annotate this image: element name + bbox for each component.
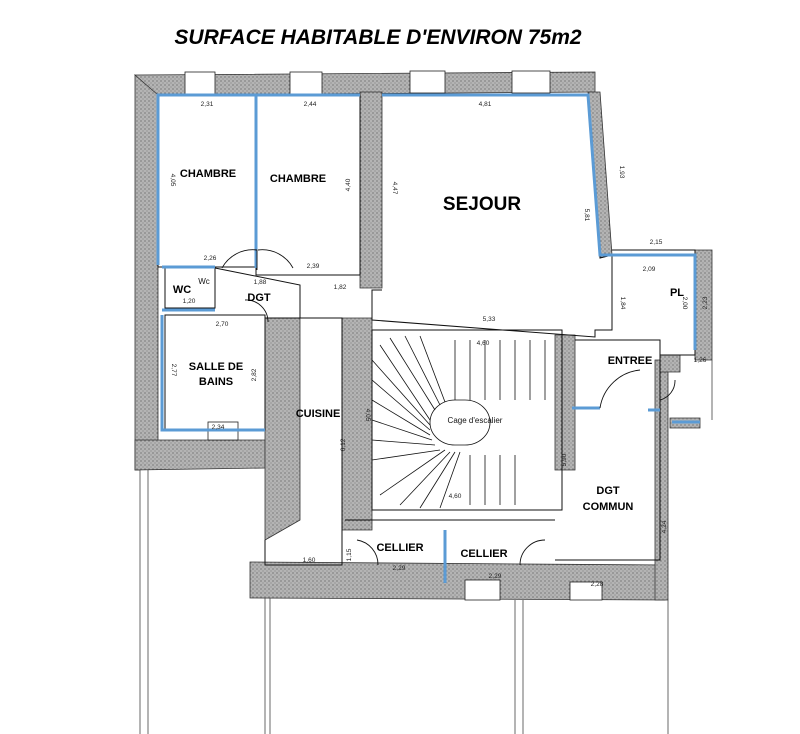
dim-pl-outer-height: 2,23: [702, 296, 709, 309]
room-label-dgt-commun-2: COMMUN: [583, 501, 634, 513]
room-label-salle-de-bains-1: SALLE DE: [189, 361, 243, 373]
doors: [221, 249, 676, 566]
room-label-cage-escalier: Cage d'escalier: [448, 416, 503, 425]
dim-sejour-top-right: 1,93: [618, 166, 625, 179]
dim-bath-top: 2,70: [216, 321, 229, 328]
room-label-pl: PL: [670, 287, 684, 299]
dim-sejour-left-height: 4,47: [391, 182, 398, 195]
dim-sejour-width: 4,81: [479, 101, 492, 108]
dim-right-4-24: 4,24: [661, 520, 668, 533]
dim-cellier-1-15: 1,15: [346, 548, 353, 561]
outer-walls: [134, 71, 713, 601]
dim-bath-left: 2,77: [170, 364, 177, 377]
dim-chambre2-width: 2,44: [304, 101, 317, 108]
dim-cellier1-width: 2,29: [393, 565, 406, 572]
exterior-lines: [139, 360, 713, 734]
insulation-lines: [156, 93, 700, 583]
dim-stair-left: 4,05: [364, 409, 371, 422]
dim-pl-height: 2,00: [681, 297, 688, 310]
dim-chambre2-height: 4,40: [345, 178, 352, 191]
room-label-salle-de-bains-2: BAINS: [199, 376, 233, 388]
dim-chambre1-width: 2,31: [201, 101, 214, 108]
room-label-sejour: SEJOUR: [443, 194, 521, 215]
room-label-chambre-2: CHAMBRE: [270, 173, 326, 185]
dim-kitchen-bottom: 1,60: [303, 557, 316, 564]
dim-dgt-commun-height: 5,90: [561, 453, 568, 466]
dim-stair-top: 5,33: [483, 316, 496, 323]
dim-cellier2-width: 2,29: [489, 573, 502, 580]
room-label-chambre-1: CHAMBRE: [180, 168, 236, 180]
dimension-labels: 2,31 2,44 4,81 4,05 4,40 4,47 5,81 1,93 …: [169, 101, 709, 588]
room-label-cellier-2: CELLIER: [460, 548, 507, 560]
dim-stair-inner-bottom: 4,60: [449, 493, 462, 500]
room-label-entree: ENTREE: [608, 355, 653, 367]
dim-dgt-bottom: 1,82: [334, 284, 347, 291]
dim-entree-1-84: 1,84: [619, 297, 626, 310]
dim-chambre2-bottom: 2,39: [307, 263, 320, 270]
staircase: [371, 335, 546, 509]
dim-bath-bottom: 2,34: [212, 424, 225, 431]
dim-chambre1-bottom: 2,26: [204, 255, 217, 262]
room-label-wc: WC: [173, 284, 191, 296]
dim-wc-width: 1,20: [183, 298, 196, 305]
dim-bath-right: 2,82: [251, 368, 258, 381]
dim-sejour-right-height: 5,81: [583, 209, 590, 222]
dim-dgt-commun-bottom: 2,28: [591, 581, 604, 588]
dim-chambre1-height: 4,05: [169, 174, 176, 187]
room-label-wc-small: Wc: [198, 277, 210, 286]
room-label-cellier-1: CELLIER: [376, 542, 423, 554]
page-title: SURFACE HABITABLE D'ENVIRON 75m2: [174, 26, 581, 49]
dim-entree-1-26: 1,26: [694, 357, 707, 364]
room-label-dgt: DGT: [247, 292, 271, 304]
windows: [184, 70, 603, 601]
dim-stair-inner-top: 4,60: [477, 340, 490, 347]
dim-kitchen-length: 6,12: [340, 438, 347, 451]
dim-ext-2-15: 2,15: [650, 239, 663, 246]
dim-pl-width: 2,09: [643, 266, 656, 273]
room-label-dgt-commun-1: DGT: [596, 485, 620, 497]
dim-dgt-top: 1,88: [254, 279, 267, 286]
room-label-cuisine: CUISINE: [296, 408, 341, 420]
